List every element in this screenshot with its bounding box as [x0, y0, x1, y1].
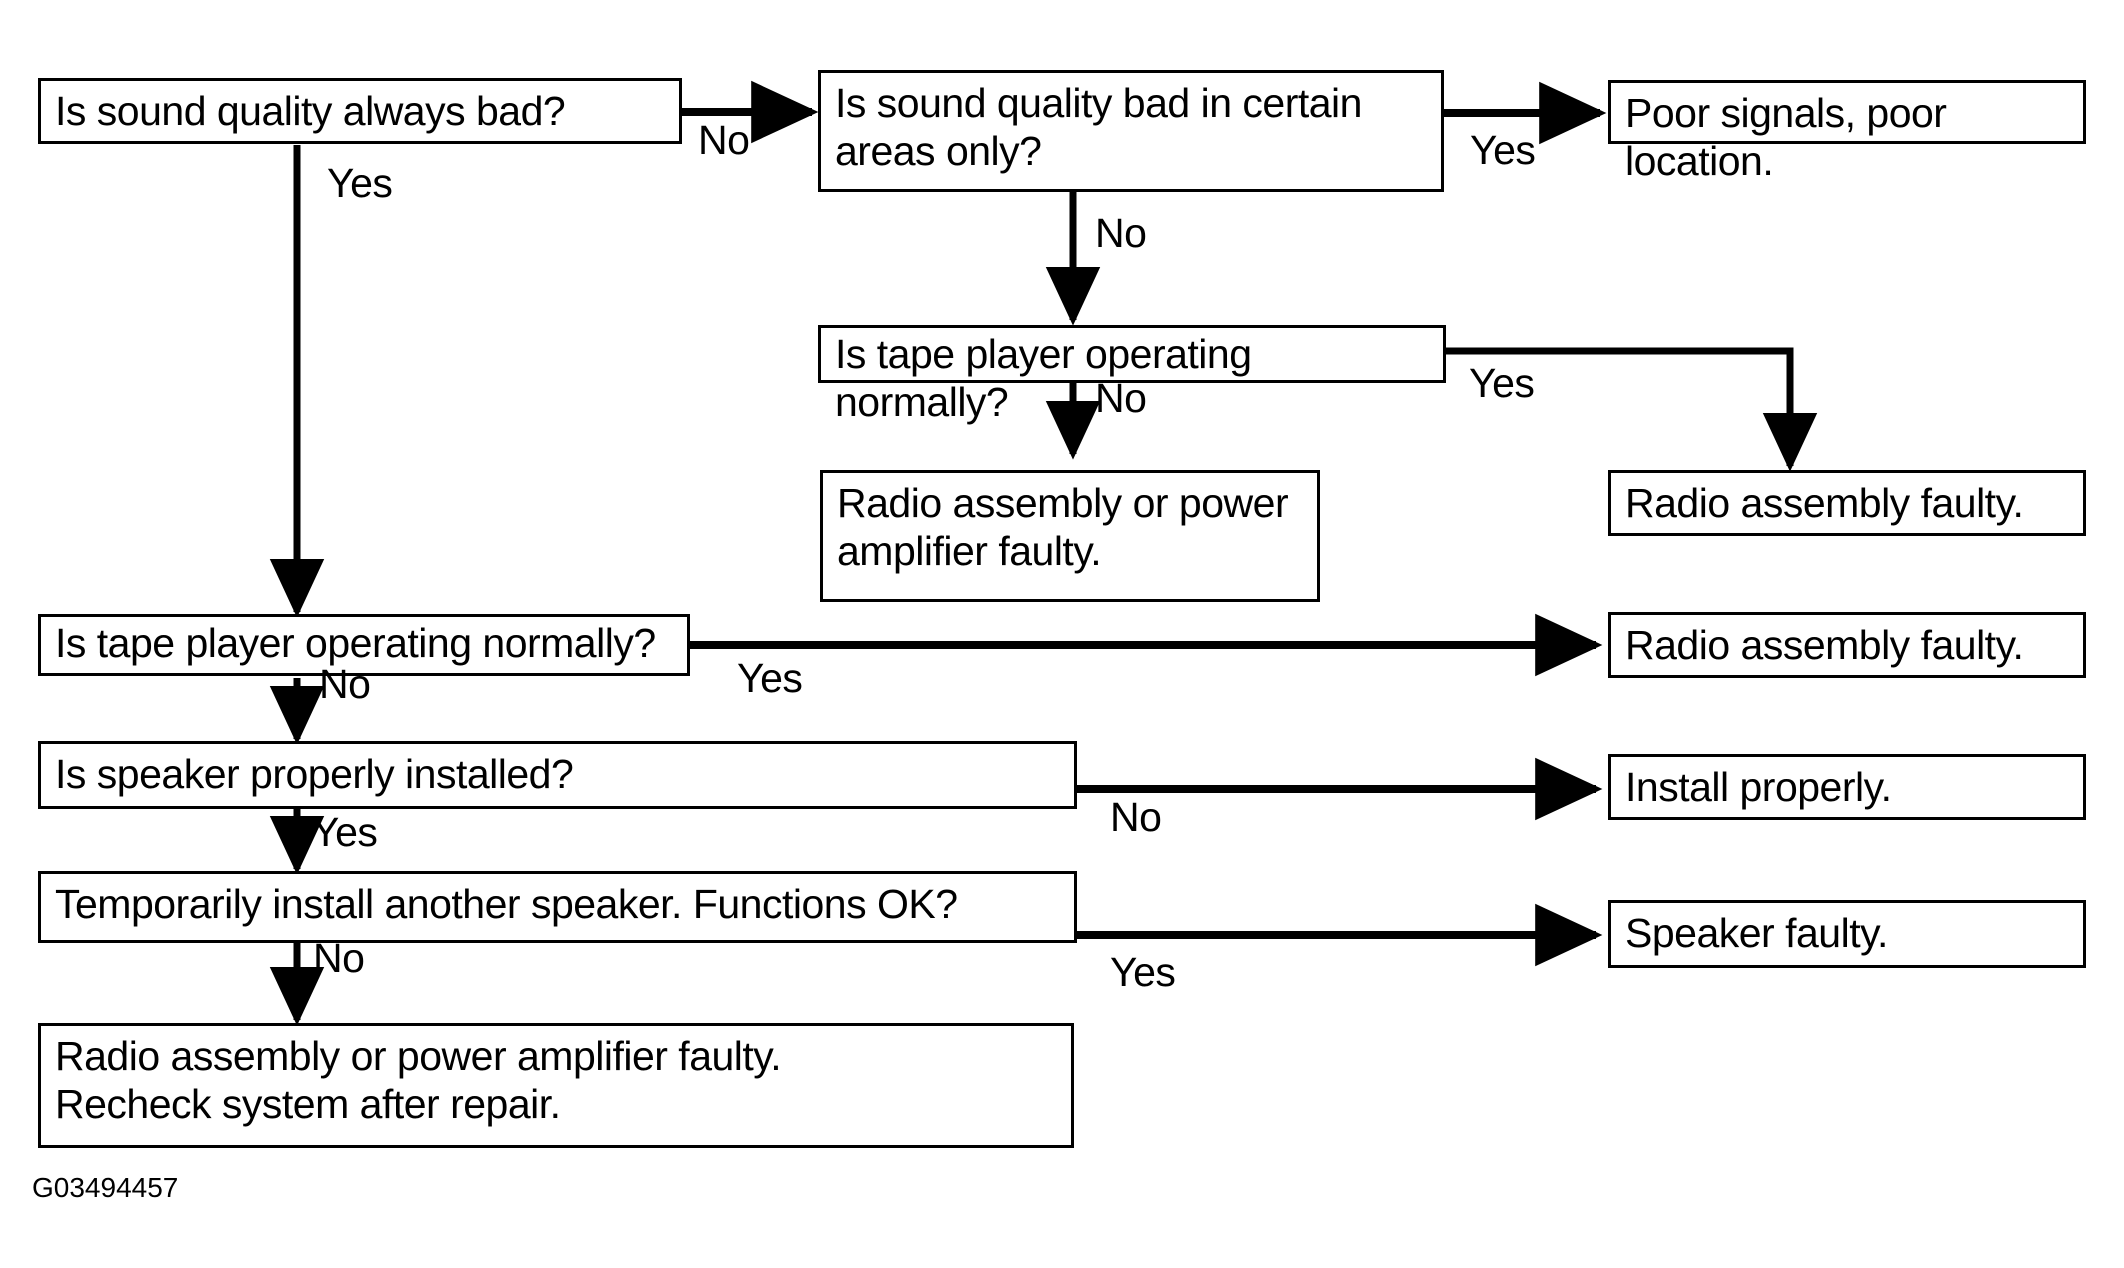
edge-label-q3-no: No [1095, 375, 1147, 421]
edge-label-q1-no: No [698, 117, 750, 163]
node-r5-install-properly[interactable]: Install properly. [1608, 754, 2086, 820]
node-q1-sound-quality-always-bad[interactable]: Is sound quality always bad? [38, 78, 682, 144]
figure-code-label: G03494457 [32, 1172, 179, 1203]
node-r1-poor-signals-poor-location[interactable]: Poor signals, poor location. [1608, 80, 2086, 184]
edge-label-q6-yes: Yes [1110, 949, 1176, 995]
edge-label-q4-no: No [319, 661, 371, 707]
edge-label-q5-yes: Yes [312, 809, 378, 855]
node-r6-speaker-faulty[interactable]: Speaker faulty. [1608, 900, 2086, 968]
edge-label-q1-yes: Yes [327, 160, 393, 206]
node-q5-speaker-properly-installed[interactable]: Is speaker properly installed? [38, 741, 1077, 809]
edge-label-q3-yes: Yes [1469, 360, 1535, 406]
edge-label-q2-yes: Yes [1470, 127, 1536, 173]
edge-label-q6-no: No [313, 935, 365, 981]
node-r7-radio-or-power-amp-recheck[interactable]: Radio assembly or power amplifier faulty… [38, 1023, 1074, 1148]
edge-label-q5-no: No [1110, 794, 1162, 840]
node-q3-tape-player-operating-normally[interactable]: Is tape player operating normally? [818, 325, 1446, 425]
edge-label-q2-no: No [1095, 210, 1147, 256]
edge-label-q4-yes: Yes [737, 655, 803, 701]
node-q2-sound-quality-certain-areas[interactable]: Is sound quality bad in certain areas on… [818, 70, 1444, 192]
node-r2-radio-or-power-amp-faulty[interactable]: Radio assembly or power amplifier faulty… [820, 470, 1320, 602]
node-r4-radio-assembly-faulty-lower[interactable]: Radio assembly faulty. [1608, 612, 2086, 678]
node-q4-tape-player-operating-normally[interactable]: Is tape player operating normally? [38, 614, 690, 676]
node-r3-radio-assembly-faulty-upper[interactable]: Radio assembly faulty. [1608, 470, 2086, 536]
node-q6-temporarily-install-another-speaker[interactable]: Temporarily install another speaker. Fun… [38, 871, 1077, 943]
